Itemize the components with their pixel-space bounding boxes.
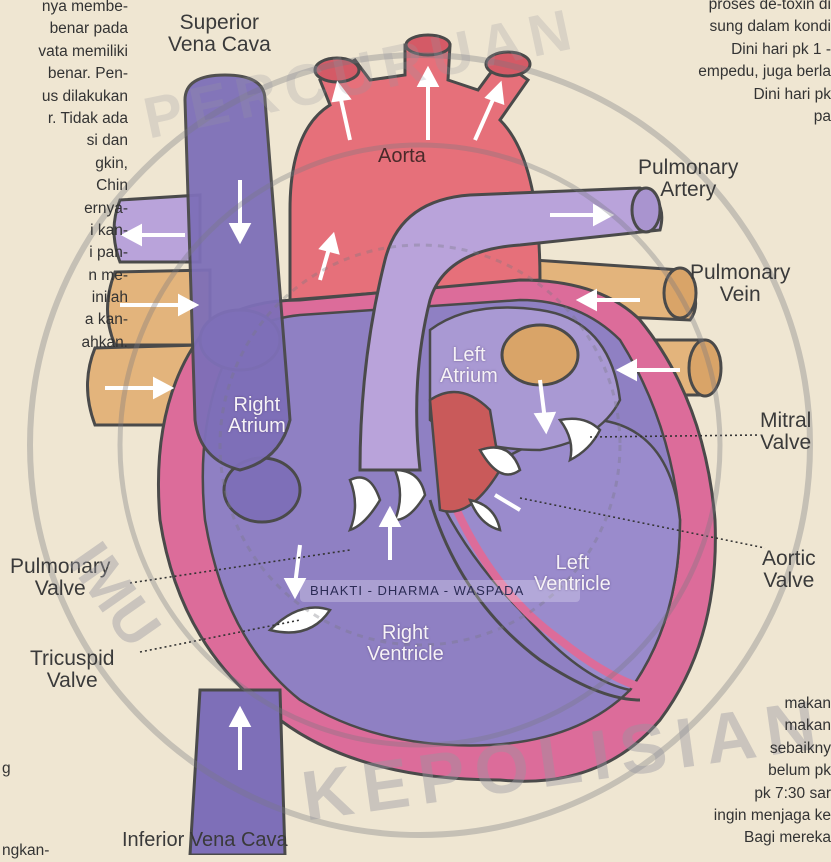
- article-line: proses de-toxin di: [620, 0, 831, 16]
- article-line: pk 7:30 sar: [640, 783, 831, 805]
- label-left-ventricle: Left Ventricle: [534, 553, 611, 595]
- article-right-bottom: makan makan sebaikny belum pk pk 7:30 sa…: [640, 693, 831, 850]
- label-line: Mitral: [760, 410, 811, 432]
- label-aorta: Aorta: [378, 146, 426, 167]
- label-line: Pulmonary: [638, 157, 738, 179]
- article-line: gkin,: [0, 153, 128, 175]
- label-aortic-valve: Aortic Valve: [762, 548, 816, 592]
- label-line: Valve: [762, 570, 816, 592]
- label-line: Right: [367, 623, 444, 644]
- article-line: benar pada: [0, 18, 128, 40]
- article-line: i pan-: [0, 242, 128, 264]
- article-left-bottom: g: [2, 758, 11, 780]
- article-line: us dilakukan: [0, 86, 128, 108]
- article-line: sung dalam kondi: [620, 16, 831, 38]
- label-line: Artery: [638, 179, 738, 201]
- article-right-top: proses de-toxin di sung dalam kondi Dini…: [620, 0, 831, 128]
- label-right-ventricle: Right Ventricle: [367, 623, 444, 665]
- article-line: ernya-: [0, 198, 128, 220]
- label-line: Left: [534, 553, 611, 574]
- label-right-atrium: Right Atrium: [228, 395, 286, 437]
- label-tricuspid-valve: Tricuspid Valve: [30, 648, 114, 692]
- article-line: Chin: [0, 175, 128, 197]
- label-left-atrium: Left Atrium: [440, 345, 498, 387]
- label-pulmonary-vein: Pulmonary Vein: [690, 262, 790, 306]
- article-line: n me-: [0, 265, 128, 287]
- label-line: Ventricle: [367, 644, 444, 665]
- label-line: Atrium: [440, 366, 498, 387]
- label-line: Pulmonary: [690, 262, 790, 284]
- article-line: i kan-: [0, 220, 128, 242]
- label-line: Vena Cava: [168, 34, 271, 56]
- article-line: Dini hari pk: [620, 84, 831, 106]
- article-line: nya membe-: [0, 0, 128, 18]
- article-line: benar. Pen-: [0, 63, 128, 85]
- label-line: Valve: [760, 432, 811, 454]
- label-line: Valve: [30, 670, 114, 692]
- article-line: si dan: [0, 130, 128, 152]
- article-line: empedu, juga berla: [620, 61, 831, 83]
- article-left-bottom-2: ngkan-: [2, 840, 49, 862]
- article-line: inilah: [0, 287, 128, 309]
- label-line: Right: [228, 395, 286, 416]
- article-line: vata memiliki: [0, 41, 128, 63]
- label-inferior-vena-cava: Inferior Vena Cava: [122, 830, 288, 851]
- article-left-column: nya membe- benar pada vata memiliki bena…: [0, 0, 128, 354]
- label-line: Ventricle: [534, 574, 611, 595]
- label-line: Tricuspid: [30, 648, 114, 670]
- watermark-motto: BHAKTI - DHARMA - WASPADA: [310, 583, 524, 598]
- article-line: makan: [640, 715, 831, 737]
- label-line: Vein: [690, 284, 790, 306]
- article-line: Bagi mereka: [640, 827, 831, 849]
- label-line: Atrium: [228, 416, 286, 437]
- label-line: Superior: [168, 12, 271, 34]
- article-line: g: [2, 758, 11, 780]
- article-line: ingin menjaga ke: [640, 805, 831, 827]
- article-line: Dini hari pk 1 -: [620, 39, 831, 61]
- article-line: ngkan-: [2, 840, 49, 862]
- article-line: a kan-: [0, 309, 128, 331]
- article-line: r. Tidak ada: [0, 108, 128, 130]
- article-line: pa: [620, 106, 831, 128]
- label-pulmonary-artery: Pulmonary Artery: [638, 157, 738, 201]
- article-line: ahkan.: [0, 332, 128, 354]
- article-line: makan: [640, 693, 831, 715]
- article-line: sebaikny: [640, 738, 831, 760]
- article-line: belum pk: [640, 760, 831, 782]
- label-line: Left: [440, 345, 498, 366]
- label-mitral-valve: Mitral Valve: [760, 410, 811, 454]
- label-superior-vena-cava: Superior Vena Cava: [168, 12, 271, 56]
- label-line: Aortic: [762, 548, 816, 570]
